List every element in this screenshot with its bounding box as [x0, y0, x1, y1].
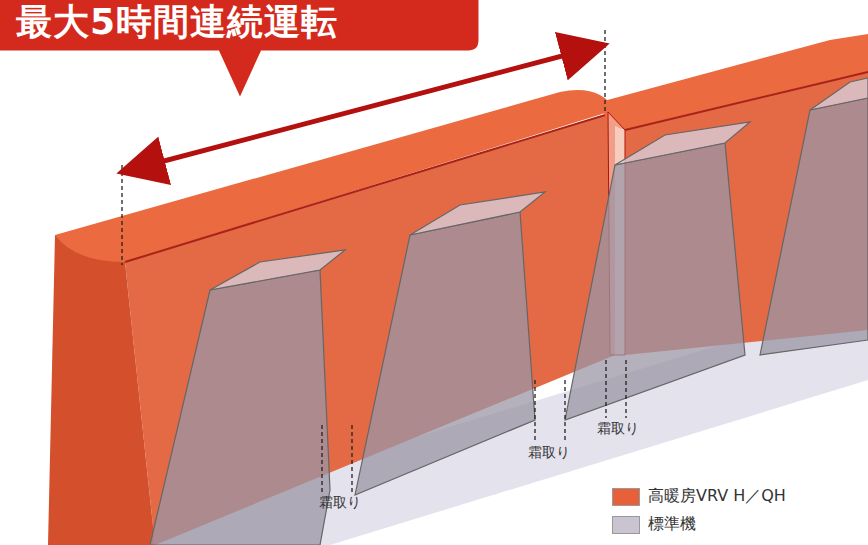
callout-box: 最大5時間連続運転: [16, 4, 338, 40]
defrost-label: 霜取り: [318, 494, 362, 512]
defrost-label: 霜取り: [596, 420, 640, 438]
legend-swatch: [612, 516, 640, 534]
legend-text: 高暖房VRV H／QH: [648, 486, 786, 507]
legend-entry: 標準機: [612, 514, 696, 535]
legend-swatch: [612, 488, 640, 506]
defrost-label: 霜取り: [527, 444, 571, 462]
callout-text: 最大5時間連続運転: [16, 4, 338, 40]
legend-text: 標準機: [648, 514, 696, 535]
legend-entry: 高暖房VRV H／QH: [612, 486, 786, 507]
